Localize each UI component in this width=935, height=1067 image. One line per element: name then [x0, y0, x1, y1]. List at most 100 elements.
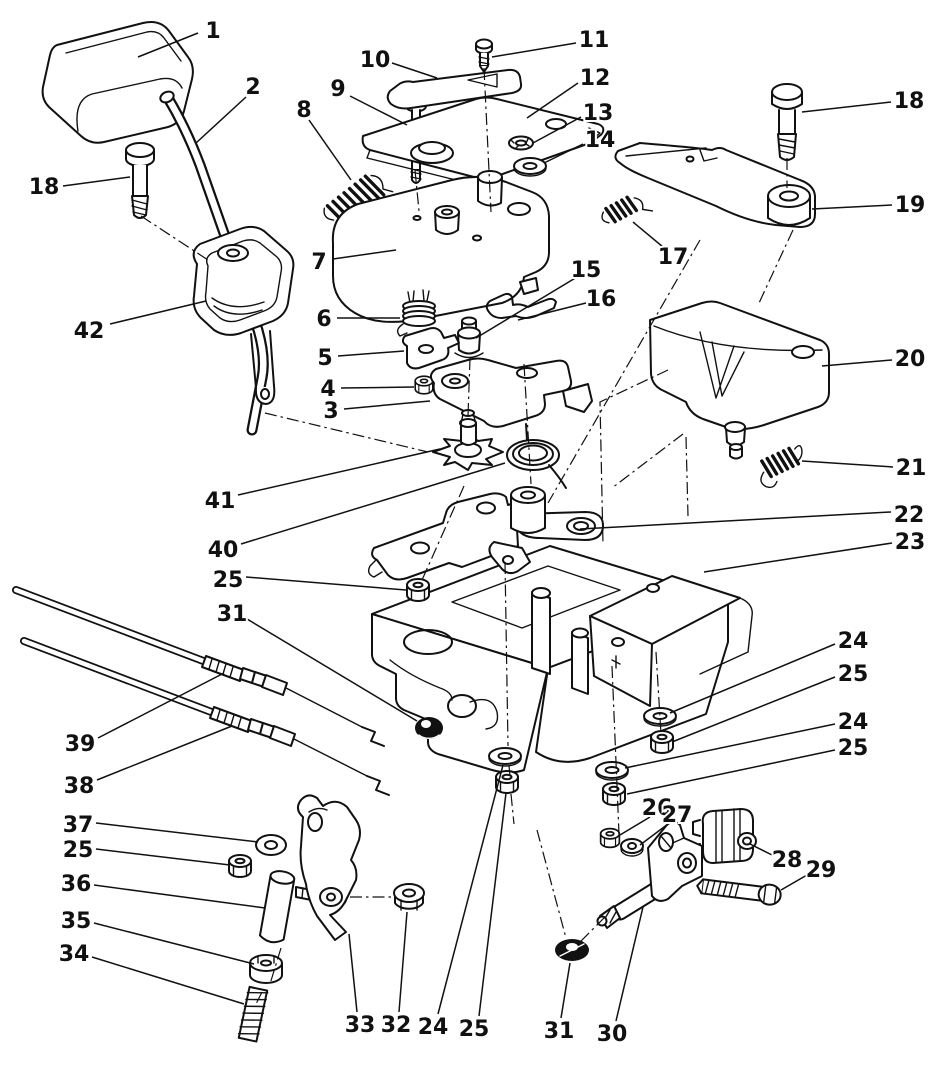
callout-number-17-13: 17 [658, 245, 689, 270]
callout-leader-8-3 [308, 119, 352, 181]
callout-number-25-47: 25 [459, 1017, 490, 1042]
part-grommet-31-lower [555, 939, 589, 961]
callout-number-25-40: 25 [63, 838, 94, 863]
part-spring-17 [601, 195, 654, 224]
callout-number-37-39: 37 [63, 813, 94, 838]
callout-leader-34-43 [91, 956, 245, 1005]
callout-leader-25-30 [671, 676, 836, 743]
part-threaded-rod-34 [237, 985, 269, 1043]
callout-number-33-44: 33 [345, 1013, 376, 1038]
callout-number-25-32: 25 [838, 736, 869, 761]
callout-leader-31-48 [560, 962, 571, 1019]
callout-leader-2-1 [195, 96, 247, 144]
part-nut-26 [599, 827, 621, 849]
callout-number-26-33: 26 [642, 796, 673, 821]
callout-number-25-30: 25 [838, 662, 869, 687]
callout-number-38-38: 38 [64, 774, 95, 799]
callout-number-19-15: 19 [895, 193, 926, 218]
part-bracket-20 [649, 300, 830, 460]
callout-number-13-8: 13 [583, 101, 614, 126]
part-bracket-23 [589, 575, 753, 707]
callout-leader-28-35 [749, 843, 773, 856]
callout-leader-35-42 [93, 922, 255, 965]
callout-leader-26-33 [619, 816, 651, 836]
part-lever-5 [401, 327, 460, 370]
callout-number-11-6: 11 [579, 28, 610, 53]
callout-leader-18-2 [62, 176, 131, 187]
part-nut-25-right-lower [602, 782, 626, 806]
callout-number-25-25: 25 [213, 568, 244, 593]
callout-leader-24-46 [437, 764, 504, 1015]
callout-leader-40-24 [240, 462, 506, 545]
callout-leader-33-44 [348, 933, 358, 1013]
part-washer-37 [255, 834, 287, 856]
part-nut-25-topplate [406, 578, 430, 602]
callout-leader-1-0 [137, 32, 199, 58]
callout-number-29-36: 29 [806, 858, 837, 883]
callout-leader-25-47 [478, 792, 507, 1017]
callout-leader-39-37 [97, 672, 225, 739]
part-main-frame [371, 545, 729, 774]
callout-leader-20-21 [821, 359, 893, 367]
callout-leader-4-19 [340, 386, 415, 389]
callout-leader-19-15 [811, 204, 893, 210]
part-crank-arm-22 [488, 486, 605, 575]
part-cable-38 [20, 637, 390, 796]
part-grommet-31-frame [415, 717, 443, 739]
part-flange-nut-32 [393, 883, 425, 911]
callout-number-24-46: 24 [418, 1015, 449, 1040]
part-governor-housing-7 [331, 170, 550, 323]
callout-number-32-45: 32 [381, 1013, 412, 1038]
callout-number-23-28: 23 [895, 530, 926, 555]
callout-leader-11-6 [491, 42, 577, 58]
callout-leader-36-41 [93, 884, 266, 909]
part-clevis-actuator-30 [596, 820, 703, 929]
callout-leader-32-45 [398, 911, 408, 1013]
callout-number-21-22: 21 [896, 456, 927, 481]
part-spring-6 [396, 289, 436, 337]
callout-number-31-26: 31 [217, 602, 248, 627]
callout-leader-9-4 [349, 95, 408, 126]
callout-leader-41-23 [237, 448, 441, 496]
part-lever-33 [297, 794, 361, 941]
callout-number-27-34: 27 [662, 803, 693, 828]
callout-leader-18-14 [801, 101, 892, 113]
callout-number-22-27: 22 [894, 503, 925, 528]
callout-number-34-43: 34 [59, 942, 90, 967]
part-washer-14 [513, 157, 547, 177]
assembly-axis-lines [140, 67, 794, 1005]
part-lockwasher-13 [508, 135, 534, 151]
part-lever-arm-19 [614, 142, 816, 228]
callout-leader-12-7 [526, 82, 579, 119]
callout-leader-17-13 [632, 221, 664, 248]
callout-number-12-7: 12 [580, 66, 611, 91]
part-nut-25-right-upper [650, 730, 674, 754]
callout-number-2-1: 2 [245, 75, 260, 100]
callout-number-39-37: 39 [65, 732, 96, 757]
callout-number-20-21: 20 [895, 347, 926, 372]
callout-leader-38-38 [96, 725, 233, 781]
part-throttle-plate-3 [430, 357, 593, 428]
callout-number-24-31: 24 [838, 710, 869, 735]
part-arm-10 [386, 68, 523, 110]
callout-leader-27-34 [639, 823, 669, 846]
callout-leader-7-10 [332, 249, 397, 260]
part-spring-8 [323, 174, 394, 227]
callout-number-28-35: 28 [772, 848, 803, 873]
callout-number-6-17: 6 [316, 307, 331, 332]
callout-leader-13-8 [532, 116, 582, 144]
callout-leader-31-26 [246, 618, 418, 722]
callout-number-35-42: 35 [61, 909, 92, 934]
callout-number-24-29: 24 [838, 629, 869, 654]
callout-number-15-11: 15 [571, 258, 602, 283]
part-stud-15 [454, 316, 484, 359]
part-star-cam-41 [432, 409, 504, 471]
callout-number-9-4: 9 [330, 77, 345, 102]
part-shoulder-bolt-left [125, 142, 155, 219]
callout-leader-15-11 [475, 276, 578, 339]
part-clip-16 [485, 292, 557, 319]
part-cable-39 [12, 586, 385, 747]
callout-leader-25-40 [95, 848, 231, 866]
